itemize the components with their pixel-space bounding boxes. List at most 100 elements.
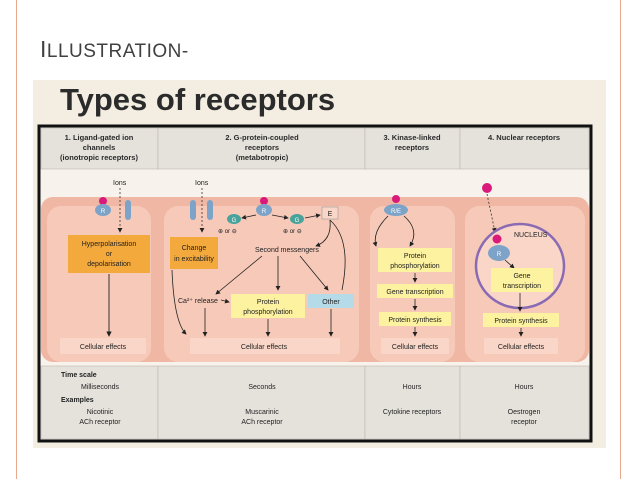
col2-header-line2: receptors (245, 143, 279, 152)
col3-cellular-effects-label: Cellular effects (392, 344, 439, 351)
col1-header-line2: channels (83, 143, 116, 152)
col2-other-label: Other (322, 299, 340, 306)
col2-receptor-to-g-arrow (271, 214, 289, 220)
col1-receptor-label: R (101, 209, 106, 215)
col3-gene-transcription-label: Gene transcription (386, 289, 443, 296)
col4-protein-synthesis-label: Protein synthesis (494, 318, 548, 325)
col3-receptor-label: R/E (391, 209, 401, 215)
col4-ligand-icon (482, 183, 492, 193)
col2-ions-label: Ions (195, 180, 209, 187)
col4-ligand-entry-arrow (486, 193, 497, 233)
col2-phos-line2: phosphorylation (243, 309, 293, 316)
col1-header-line1: 1. Ligand-gated ion (65, 133, 134, 142)
col4-gene-line2: transcription (503, 283, 541, 290)
col2-change-line1: Change (182, 245, 207, 252)
col1-ions-label: Ions (113, 180, 127, 187)
slide-title: ILLUSTRATION- (40, 36, 189, 62)
col2-change-line2: in excitability (174, 256, 214, 263)
col4-cellular-effects-box (484, 338, 558, 354)
col1-ligand-icon (99, 197, 107, 205)
col2-ca-release-label: Ca²⁺ release (178, 298, 218, 305)
col3-protein-synthesis-label: Protein synthesis (388, 317, 442, 324)
col2-channel-icon-b (207, 200, 213, 220)
col1-receptor-icon (95, 204, 111, 216)
col2-cellular-effects-label: Cellular effects (241, 344, 288, 351)
col2-ca-to-phos-arrow (220, 298, 230, 304)
col1-cellular-effects-label: Cellular effects (80, 344, 127, 351)
col4-time-value: Hours (515, 384, 534, 391)
col2-receptor-label: R (262, 209, 267, 215)
col2-effector-label: E (328, 211, 333, 218)
col4-nuclear-receptor-icon (488, 245, 510, 261)
col2-g-protein-icon-a (227, 214, 241, 224)
col2-g-label-a: G (232, 218, 237, 224)
col1-channel-icon (125, 200, 131, 220)
header-col-4 (459, 127, 590, 170)
col2-g-to-effector-arrow (304, 213, 321, 219)
col2-second-messengers-label: Second messengers (255, 247, 319, 254)
col2-channel-icon-a (190, 200, 196, 220)
col3-header-line2: receptors (395, 143, 429, 152)
col4-protein-synthesis-box (483, 313, 559, 327)
col4-receptor-label: R (497, 252, 502, 258)
col2-example-line2: ACh receptor (241, 419, 283, 426)
col3-kinase-receptor-icon (384, 204, 408, 216)
col2-messenger-to-other-arrow (299, 255, 329, 291)
col2-protein-phos-box (231, 294, 305, 318)
col2-header-line3: (metabotropic) (236, 153, 289, 162)
col2-phos-line1: Protein (257, 299, 279, 306)
col1-time-value: Milliseconds (81, 384, 120, 391)
col1-header-line3: (ionotropic receptors) (60, 153, 138, 162)
col3-loop-arrow-right (403, 215, 415, 247)
col3-header-line1: 3. Kinase-linked (383, 133, 441, 142)
figure-title: Types of receptors (60, 82, 336, 117)
col2-excitability-box (170, 237, 218, 269)
col2-cellular-effects-box (190, 338, 340, 354)
header-col-2 (157, 127, 366, 170)
col2-g-label-b: G (295, 218, 300, 224)
col2-receptor-to-g-left-arrow (241, 214, 257, 220)
col3-cellular-effects-box (381, 338, 449, 354)
col3-gene-transcription-box (377, 284, 453, 298)
col3-ligand-icon (392, 195, 400, 203)
bottom-col-4 (459, 365, 590, 440)
col1-hyper-line3: depolarisation (87, 261, 131, 268)
bottom-col-3 (364, 365, 461, 440)
col1-hyper-line1: Hyperpolarisation (82, 241, 137, 248)
col3-loop-arrow-left (372, 215, 389, 247)
col1-hyperpolarisation-box (68, 235, 150, 273)
col2-ligand-icon (260, 197, 268, 205)
col2-messenger-to-ca-arrow (215, 255, 263, 295)
col2-effector-icon (321, 206, 339, 220)
col4-example-line2: receptor (511, 419, 537, 426)
time-scale-label: Time scale (61, 372, 97, 379)
col2-effector-to-messenger-arrow (315, 219, 331, 247)
col4-gene-transcription-box (491, 268, 553, 292)
col3-phos-line2: phosphorylation (390, 263, 440, 270)
col4-nucleus-label: NUCLEUS (514, 232, 548, 239)
col4-receptor-to-gene-arrow (504, 259, 515, 269)
slide-frame-right (620, 0, 621, 479)
col1-cellular-effects-box (60, 338, 146, 354)
col2-time-value: Seconds (248, 384, 276, 391)
col3-time-value: Hours (403, 384, 422, 391)
col4-header-line1: 4. Nuclear receptors (488, 133, 560, 142)
header-col-3 (364, 127, 461, 170)
bottom-col-2 (157, 365, 366, 440)
col4-example-line1: Oestrogen (508, 409, 541, 416)
col2-header-line1: 2. G-protein-coupled (225, 133, 299, 142)
col2-effector-loop-arrow (329, 219, 346, 291)
col4-bound-ligand-icon (492, 234, 502, 244)
col4-gene-line1: Gene (513, 273, 530, 280)
col2-example-line1: Muscarinic (245, 409, 279, 416)
col1-hyper-line2: or (106, 251, 113, 258)
col3-protein-phos-box (378, 248, 452, 272)
col3-protein-synthesis-box (379, 312, 451, 326)
examples-label: Examples (61, 397, 94, 404)
col3-phos-line1: Protein (404, 253, 426, 260)
col2-other-box (308, 294, 354, 308)
header-col-1 (40, 127, 159, 170)
col2-g-protein-icon-b (290, 214, 304, 224)
col2-excitability-effect-arrow (171, 269, 187, 335)
